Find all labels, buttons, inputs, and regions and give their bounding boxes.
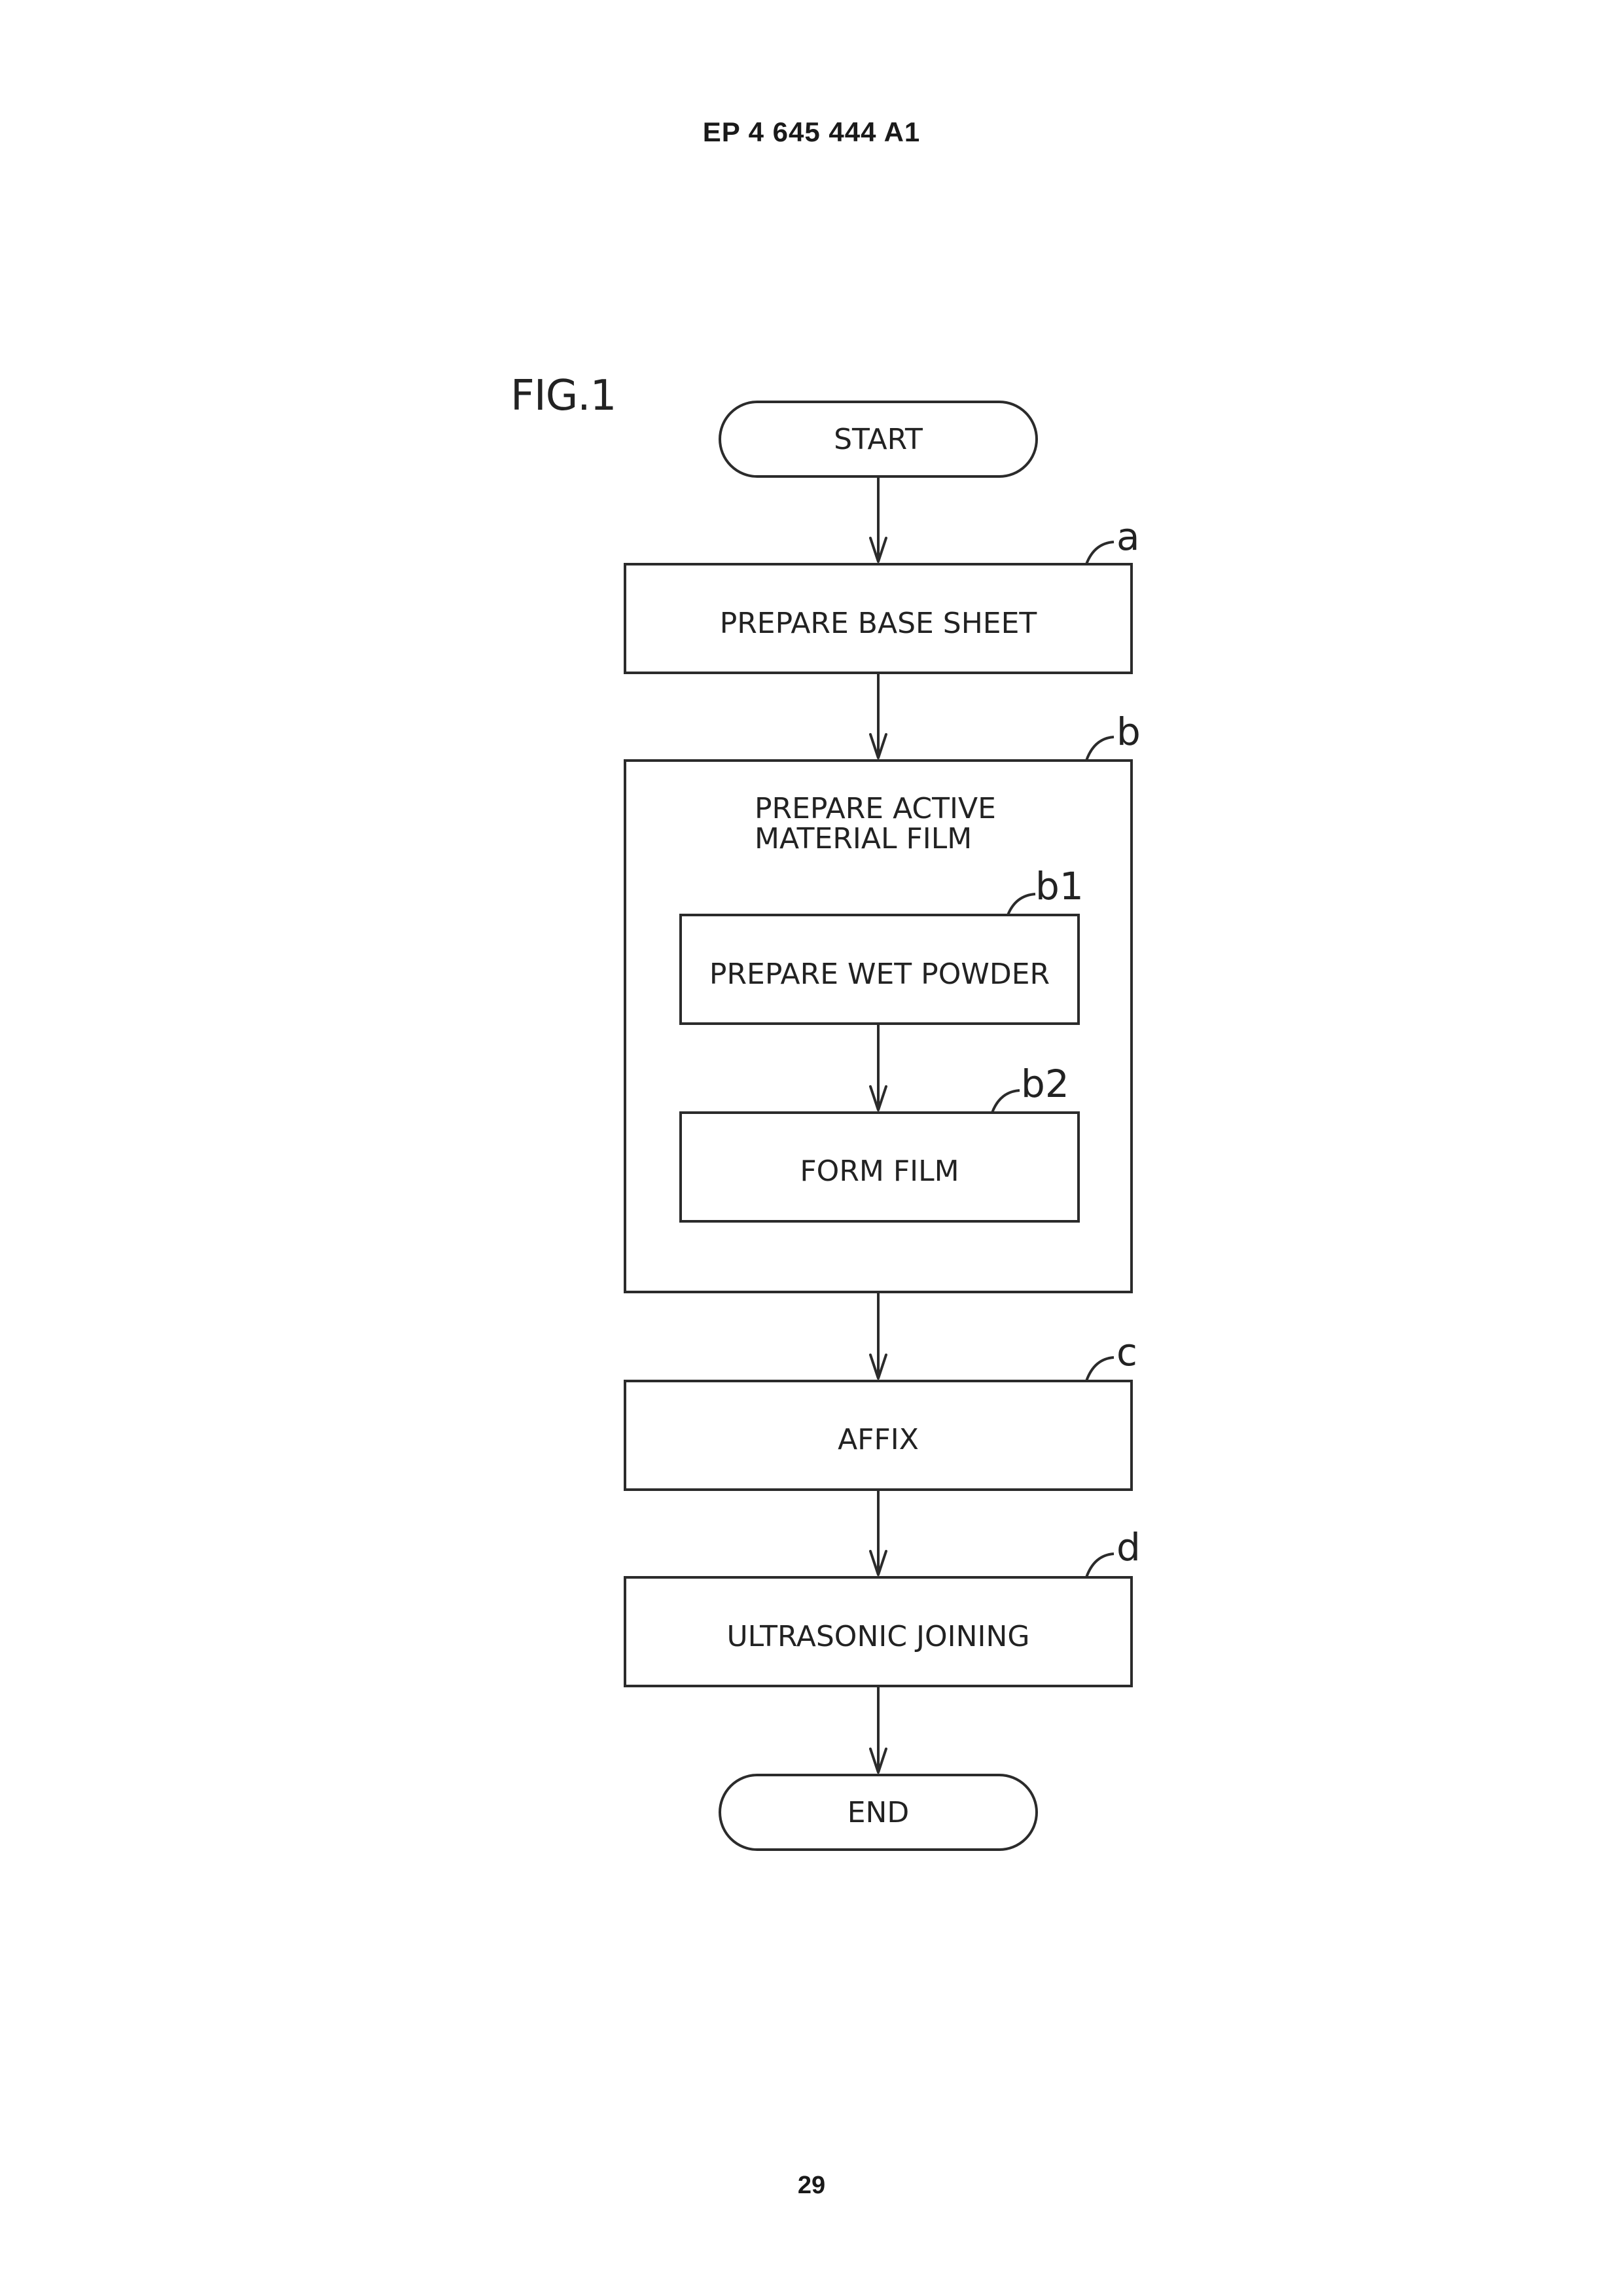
arrow-c-to-d	[870, 1490, 886, 1575]
step-b2-label: FORM FILM	[800, 1155, 959, 1188]
start-label: START	[834, 423, 923, 456]
step-b2-box: FORM FILM	[681, 1113, 1079, 1221]
step-a-reference: a	[1086, 514, 1140, 564]
arrow-start-to-a	[870, 476, 886, 562]
step-a-ref-label: a	[1116, 514, 1140, 559]
page-number: 29	[0, 2172, 1623, 2200]
step-a-label: PREPARE BASE SHEET	[720, 607, 1037, 640]
step-b1-ref-label: b1	[1035, 864, 1084, 908]
step-a-box: PREPARE BASE SHEET	[625, 564, 1132, 673]
step-b-ref-label: b	[1116, 709, 1141, 754]
step-c-ref-label: c	[1116, 1330, 1137, 1374]
step-b-label-line2: MATERIAL FILM	[755, 822, 972, 855]
arrow-b-to-c	[870, 1292, 886, 1378]
step-b-label-line1: PREPARE ACTIVE	[755, 792, 996, 825]
step-c-label: AFFIX	[838, 1423, 919, 1456]
step-b1-box: PREPARE WET POWDER	[681, 915, 1079, 1024]
step-c-reference: c	[1086, 1330, 1137, 1381]
arrow-d-to-end	[870, 1686, 886, 1772]
arrow-a-to-b	[870, 673, 886, 758]
step-d-reference: d	[1086, 1525, 1141, 1577]
start-terminal: START	[720, 402, 1037, 476]
step-b-reference: b	[1086, 709, 1141, 761]
step-d-box: ULTRASONIC JOINING	[625, 1577, 1132, 1686]
end-terminal: END	[720, 1775, 1037, 1850]
step-b1-label: PREPARE WET POWDER	[709, 958, 1050, 991]
step-d-ref-label: d	[1116, 1525, 1141, 1570]
end-label: END	[847, 1796, 910, 1829]
step-d-label: ULTRASONIC JOINING	[726, 1620, 1029, 1653]
step-c-box: AFFIX	[625, 1381, 1132, 1490]
step-b2-ref-label: b2	[1021, 1062, 1069, 1106]
